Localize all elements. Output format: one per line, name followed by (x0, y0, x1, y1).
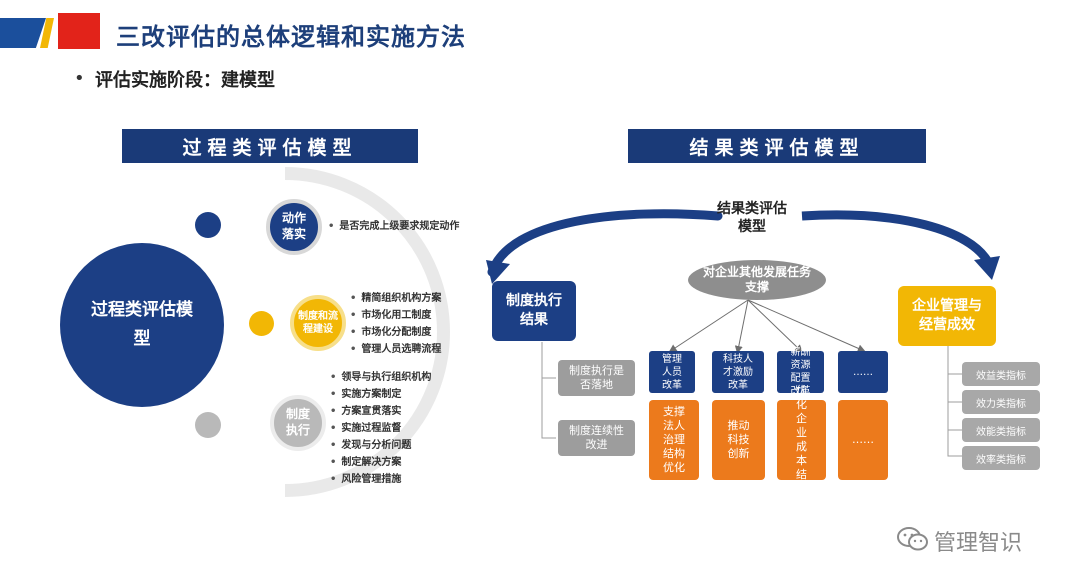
process-model-banner: 过程类评估模型 (122, 129, 418, 163)
list-item: 市场化用工制度 (350, 307, 441, 324)
execution-criteria-list: 领导与执行组织机构 实施方案制定 方案宣贯落实 实施过程监督 发现与分析问题 制… (330, 369, 431, 488)
indicator-box: 效能类指标 (962, 418, 1040, 442)
reform-effect-box: 优化企业成本结构 (777, 384, 826, 495)
exec-child-box: 制度连续性改进 (558, 420, 635, 456)
header-red-block (58, 13, 100, 49)
arc-dot-gray (195, 412, 221, 438)
list-item: 是否完成上级要求规定动作 (328, 218, 459, 235)
list-item: 领导与执行组织机构 (330, 369, 431, 386)
reform-box: 科技人才激励改革 (712, 351, 764, 393)
management-outcome-box: 企业管理与经营成效 (898, 286, 996, 346)
indicator-box: 效力类指标 (962, 390, 1040, 414)
list-item: 管理人员选聘流程 (350, 341, 441, 358)
reform-box: …… (838, 351, 888, 393)
arc-dot-blue (195, 212, 221, 238)
indicator-box: 效益类指标 (962, 362, 1040, 386)
result-model-label: 结果类评估模型 (717, 201, 787, 235)
flow-arc (801, 210, 992, 265)
node-system-execution: 制度执行 (270, 395, 326, 451)
process-model-circle: 过程类评估模型 (60, 243, 224, 407)
list-item: 制定解决方案 (330, 454, 431, 471)
exec-child-box: 制度执行是否落地 (558, 360, 635, 396)
flow-arc (487, 209, 723, 277)
list-item: 发现与分析问题 (330, 437, 431, 454)
list-item: 实施过程监督 (330, 420, 431, 437)
reform-effect-box: 支撑法人治理结构优化 (649, 400, 699, 480)
reform-effect-box: …… (838, 400, 888, 480)
list-item: 风险管理措施 (330, 471, 431, 488)
flow-arc-start (486, 260, 510, 284)
bullet-dot: • (74, 68, 85, 89)
indicator-box: 效率类指标 (962, 446, 1040, 470)
wechat-icon (897, 527, 928, 551)
support-ellipse: 对企业其他发展任务支撑 (688, 260, 826, 300)
connector (668, 299, 749, 353)
connector (734, 299, 749, 354)
reform-effect-box: 推动科技创新 (712, 400, 765, 480)
arc-dot-yellow (249, 311, 274, 336)
list-item: 方案宣贯落实 (330, 403, 431, 420)
connector (541, 342, 556, 439)
node-action-implementation: 动作落实 (266, 199, 322, 255)
connector (747, 299, 803, 353)
system-criteria-list: 精简组织机构方案 市场化用工制度 市场化分配制度 管理人员选聘流程 (350, 290, 441, 358)
watermark-text: 管理智识 (934, 531, 1023, 556)
list-item: 市场化分配制度 (350, 324, 441, 341)
stage-subtitle: 评估实施阶段：建模型 (95, 70, 275, 91)
action-criteria-list: 是否完成上级要求规定动作 (328, 218, 459, 235)
result-model-banner: 结果类评估模型 (628, 129, 926, 163)
exec-result-box: 制度执行结果 (492, 281, 576, 341)
header-blue-stripe (0, 18, 46, 48)
node-system-process-building: 制度和流程建设 (290, 295, 346, 351)
flow-arc-arrowhead (974, 256, 1000, 280)
list-item: 实施方案制定 (330, 386, 431, 403)
connector (747, 299, 866, 353)
page-title: 三改评估的总体逻辑和实施方法 (116, 23, 466, 51)
list-item: 精简组织机构方案 (350, 290, 441, 307)
connector (947, 346, 962, 457)
reform-box: 薪酬资源配置改革 (777, 347, 824, 397)
reform-box: 管理人员改革 (649, 351, 695, 393)
result-model-connectors (486, 209, 1000, 457)
